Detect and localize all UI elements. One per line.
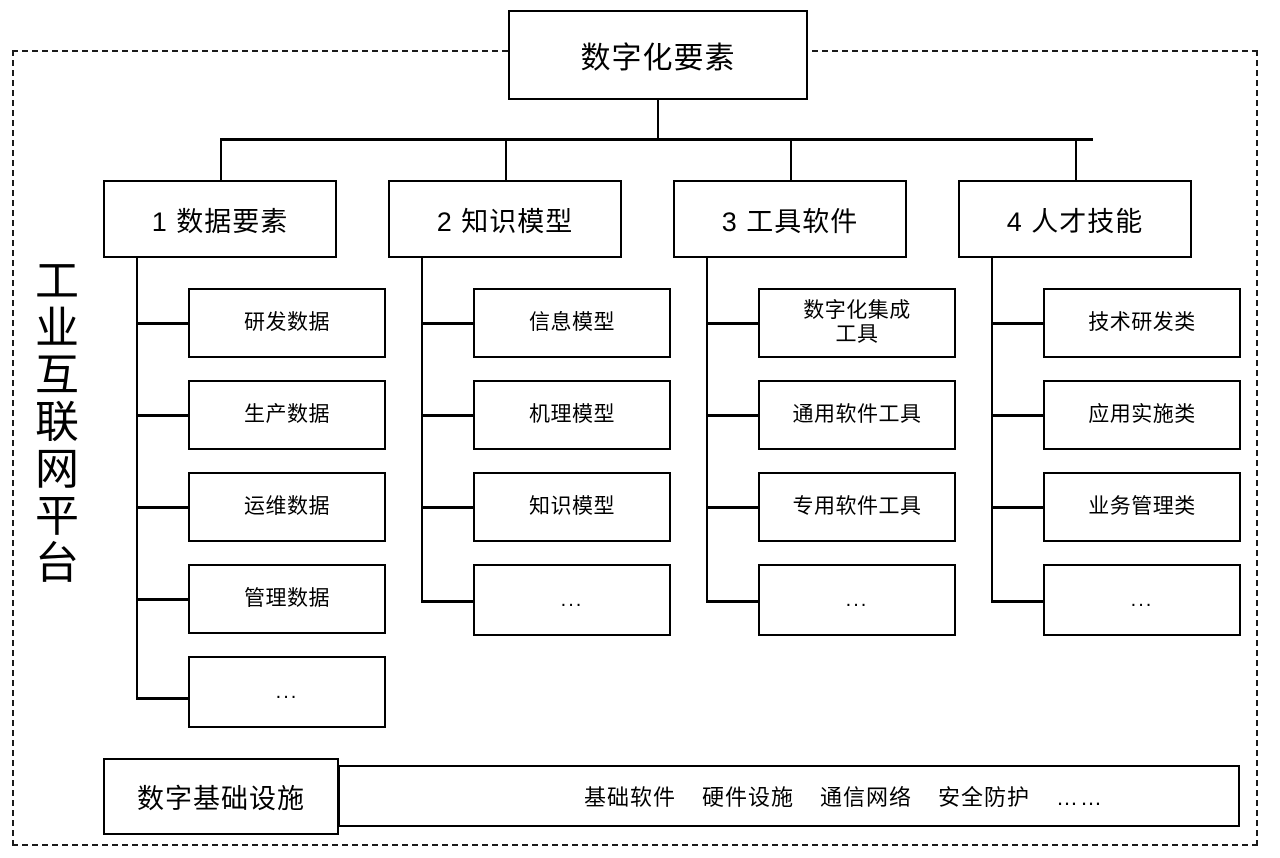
leaf-node-1-5-ellipsis[interactable]: ...: [188, 656, 386, 728]
leaf-label: 应用实施类: [1088, 402, 1196, 426]
category-label: 2 知识模型: [436, 206, 574, 237]
infrastructure-item[interactable]: 硬件设施: [701, 785, 794, 810]
leaf-node-3-4-ellipsis[interactable]: ...: [758, 564, 956, 636]
connector-spine-category-1: [135, 258, 139, 700]
leaf-label: 信息模型: [529, 310, 615, 334]
connector-stub-2-2: [420, 414, 475, 417]
leaf-node-4-2[interactable]: 应用实施类: [1043, 380, 1241, 450]
connector-stub-2-3: [420, 506, 475, 509]
connector-root-stem: [656, 100, 660, 140]
leaf-label: ...: [1130, 588, 1154, 611]
connector-stub-4-4: [990, 600, 1045, 603]
infrastructure-item-list: 基础软件 硬件设施 通信网络 安全防护 ……: [474, 780, 1104, 812]
connector-stub-4-2: [990, 414, 1045, 417]
leaf-label: 业务管理类: [1088, 494, 1196, 518]
connector-stub-3-4: [705, 600, 760, 603]
leaf-node-3-2[interactable]: 通用软件工具: [758, 380, 956, 450]
connector-stub-1-2: [135, 414, 190, 417]
category-label: 3 工具软件: [721, 206, 859, 237]
leaf-node-3-3[interactable]: 专用软件工具: [758, 472, 956, 542]
connector-spine-category-2: [420, 258, 424, 603]
infrastructure-item-ellipsis: ……: [1056, 785, 1105, 810]
leaf-node-1-2[interactable]: 生产数据: [188, 380, 386, 450]
root-node-label: 数字化要素: [580, 42, 736, 75]
leaf-node-1-1[interactable]: 研发数据: [188, 288, 386, 358]
connector-stub-2-4: [420, 600, 475, 603]
connector-drop-category-4: [1074, 138, 1078, 180]
root-node-digital-elements[interactable]: 数字化要素: [508, 10, 808, 100]
infrastructure-item[interactable]: 基础软件: [583, 785, 676, 810]
leaf-node-2-2[interactable]: 机理模型: [473, 380, 671, 450]
leaf-node-4-4-ellipsis[interactable]: ...: [1043, 564, 1241, 636]
connector-drop-category-2: [504, 138, 508, 180]
connector-stub-3-3: [705, 506, 760, 509]
connector-drop-category-3: [789, 138, 793, 180]
leaf-node-3-1[interactable]: 数字化集成 工具: [758, 288, 956, 358]
leaf-label: 数字化集成 工具: [803, 298, 911, 346]
connector-stub-1-1: [135, 322, 190, 325]
connector-spine-category-3: [705, 258, 709, 603]
connector-stub-1-3: [135, 506, 190, 509]
leaf-label: ...: [560, 588, 584, 611]
connector-stub-1-4: [135, 598, 190, 601]
connector-category-bus: [221, 138, 1093, 141]
connector-stub-3-2: [705, 414, 760, 417]
leaf-label: 专用软件工具: [792, 494, 922, 518]
infrastructure-item[interactable]: 安全防护: [938, 785, 1031, 810]
leaf-label: 知识模型: [529, 494, 615, 518]
connector-stub-2-1: [420, 322, 475, 325]
connector-stub-4-1: [990, 322, 1045, 325]
leaf-node-4-3[interactable]: 业务管理类: [1043, 472, 1241, 542]
leaf-label: 研发数据: [244, 310, 330, 334]
infrastructure-title-label: 数字基础设施: [137, 784, 305, 814]
leaf-node-2-4-ellipsis[interactable]: ...: [473, 564, 671, 636]
category-node-data-elements[interactable]: 1 数据要素: [103, 180, 337, 258]
leaf-node-2-1[interactable]: 信息模型: [473, 288, 671, 358]
leaf-node-2-3[interactable]: 知识模型: [473, 472, 671, 542]
leaf-label: 运维数据: [244, 494, 330, 518]
leaf-label: 生产数据: [244, 402, 330, 426]
infrastructure-item[interactable]: 通信网络: [820, 785, 913, 810]
category-node-knowledge-models[interactable]: 2 知识模型: [388, 180, 622, 258]
leaf-label: 通用软件工具: [792, 402, 922, 426]
leaf-label: 管理数据: [244, 586, 330, 610]
category-label: 4 人才技能: [1006, 206, 1144, 237]
leaf-node-1-3[interactable]: 运维数据: [188, 472, 386, 542]
leaf-node-4-1[interactable]: 技术研发类: [1043, 288, 1241, 358]
leaf-label: 机理模型: [529, 402, 615, 426]
connector-stub-1-5: [135, 697, 190, 700]
connector-drop-category-1: [219, 138, 223, 180]
leaf-label: ...: [845, 588, 869, 611]
leaf-label: ...: [275, 680, 299, 703]
connector-stub-3-1: [705, 322, 760, 325]
infrastructure-bar[interactable]: 基础软件 硬件设施 通信网络 安全防护 ……: [338, 765, 1240, 827]
category-node-talent-skills[interactable]: 4 人才技能: [958, 180, 1192, 258]
connector-spine-category-4: [990, 258, 994, 603]
leaf-label: 技术研发类: [1088, 310, 1196, 334]
connector-stub-4-3: [990, 506, 1045, 509]
infrastructure-title-box[interactable]: 数字基础设施: [103, 758, 339, 835]
category-node-tool-software[interactable]: 3 工具软件: [673, 180, 907, 258]
category-label: 1 数据要素: [151, 206, 289, 237]
platform-label: 工业互联网平台: [35, 257, 79, 589]
leaf-node-1-4[interactable]: 管理数据: [188, 564, 386, 634]
